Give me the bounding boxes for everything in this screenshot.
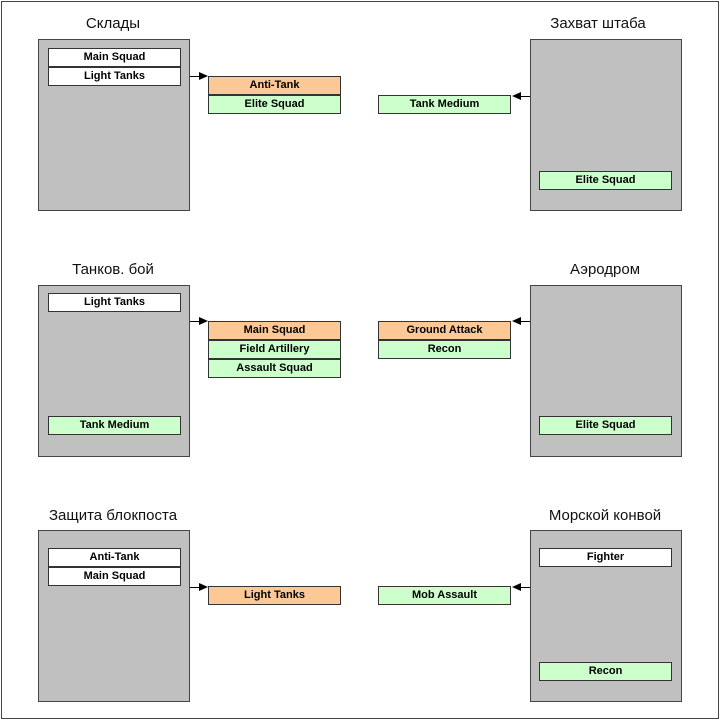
output-item: Mob Assault [378,586,511,605]
output-item: Anti-Tank [208,76,341,95]
output-item: Main Squad [208,321,341,340]
output-item: Light Tanks [208,586,341,605]
connector-line [520,321,530,322]
panel-item: Elite Squad [539,416,672,435]
panel-item: Recon [539,662,672,681]
panel-item: Tank Medium [48,416,181,435]
connector-line [190,321,200,322]
output-item: Recon [378,340,511,359]
group-title-warehouses: Склады [85,15,141,32]
panel-item: Light Tanks [48,293,181,312]
group-title-tankbattle: Танков. бой [72,261,154,278]
connector-line [520,587,530,588]
panel-item: Main Squad [48,567,181,586]
arrow-right-icon [199,317,208,325]
output-item: Elite Squad [208,95,341,114]
group-title-checkpoint: Защита блокпоста [48,507,178,524]
panel-item: Main Squad [48,48,181,67]
arrow-left-icon [512,583,521,591]
connector-line [520,96,530,97]
group-title-hq: Захват штаба [550,15,646,32]
group-title-convoy: Морской конвой [548,507,662,524]
panel-item: Elite Squad [539,171,672,190]
output-item: Ground Attack [378,321,511,340]
output-item: Tank Medium [378,95,511,114]
panel-item: Light Tanks [48,67,181,86]
output-item: Assault Squad [208,359,341,378]
arrow-left-icon [512,317,521,325]
arrow-right-icon [199,583,208,591]
panel-item: Anti-Tank [48,548,181,567]
arrow-left-icon [512,92,521,100]
panel-item: Fighter [539,548,672,567]
arrow-right-icon [199,72,208,80]
connector-line [190,76,200,77]
output-item: Field Artillery [208,340,341,359]
connector-line [190,587,200,588]
group-title-airfield: Аэродром [569,261,641,278]
